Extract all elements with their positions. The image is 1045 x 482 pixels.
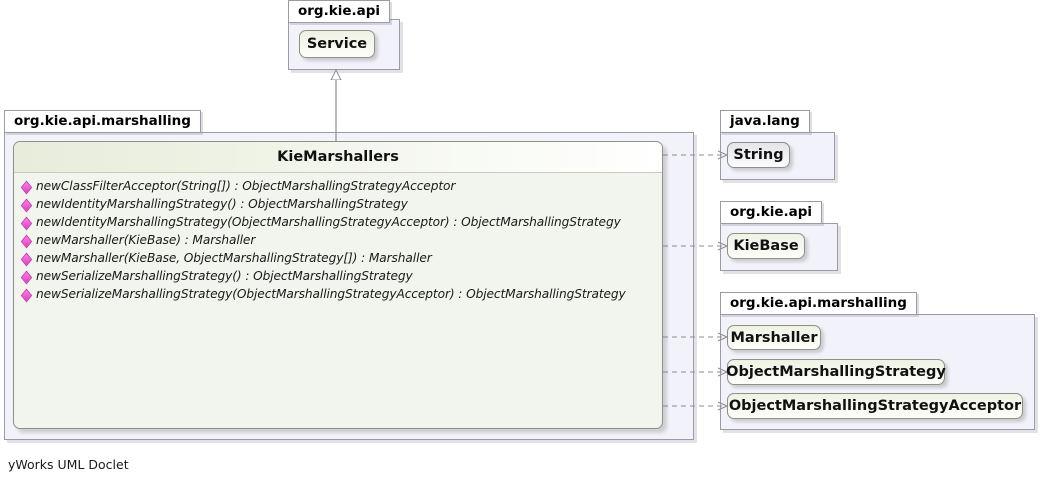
member-signature: newIdentityMarshallingStrategy() : Objec… [36,197,408,211]
member-signature: newIdentityMarshallingStrategy(ObjectMar… [36,215,621,229]
package-label-org-kie-api-right: org.kie.api [720,201,823,224]
static-method-icon [21,199,32,210]
package-org-kie-api-top: org.kie.api [288,0,400,70]
class-objectmarshallingstrategyacceptor-label: ObjectMarshallingStrategyAcceptor [728,398,1022,414]
class-string[interactable]: String [727,142,790,168]
member-signature: newClassFilterAcceptor(String[]) : Objec… [36,179,456,193]
member-row[interactable]: newMarshaller(KieBase, ObjectMarshalling… [14,249,662,267]
class-kiebase[interactable]: KieBase [727,233,805,259]
static-method-icon [21,271,32,282]
package-label-java-lang: java.lang [720,110,810,133]
package-org-kie-api-right: org.kie.api [720,201,838,271]
class-kiebase-label: KieBase [733,238,799,254]
class-marshaller-label: Marshaller [730,329,818,346]
member-row[interactable]: newSerializeMarshallingStrategy() : Obje… [14,267,662,285]
member-row[interactable]: newClassFilterAcceptor(String[]) : Objec… [14,177,662,195]
class-marshaller[interactable]: Marshaller [727,325,821,350]
member-signature: newSerializeMarshallingStrategy() : Obje… [36,269,413,283]
class-kiemarshallers[interactable]: KieMarshallers newClassFilterAcceptor(St… [13,141,663,429]
static-method-icon [21,181,32,192]
member-row[interactable]: newIdentityMarshallingStrategy() : Objec… [14,195,662,213]
static-method-icon [21,235,32,246]
class-service-label: Service [306,36,368,52]
member-row[interactable]: newMarshaller(KieBase) : Marshaller [14,231,662,249]
class-objectmarshallingstrategy[interactable]: ObjectMarshallingStrategy [726,359,946,385]
member-row[interactable]: newIdentityMarshallingStrategy(ObjectMar… [14,213,662,231]
class-string-label: String [733,147,784,163]
package-label-org-kie-api-marshalling-right: org.kie.api.marshalling [720,292,917,315]
package-label-org-kie-api-top: org.kie.api [288,0,391,23]
member-signature: newSerializeMarshallingStrategy(ObjectMa… [36,287,626,301]
class-objectmarshallingstrategy-label: ObjectMarshallingStrategy [726,364,946,380]
class-kiemarshallers-title: KieMarshallers [14,142,662,173]
package-label-org-kie-api-marshalling-main: org.kie.api.marshalling [4,110,201,133]
footer-credit: yWorks UML Doclet [8,457,129,472]
member-signature: newMarshaller(KieBase) : Marshaller [36,233,256,247]
member-row[interactable]: newSerializeMarshallingStrategy(ObjectMa… [14,285,662,303]
class-objectmarshallingstrategyacceptor[interactable]: ObjectMarshallingStrategyAcceptor [727,393,1023,419]
class-kiemarshallers-members: newClassFilterAcceptor(String[]) : Objec… [14,173,662,303]
member-signature: newMarshaller(KieBase, ObjectMarshalling… [36,251,432,265]
static-method-icon [21,289,32,300]
static-method-icon [21,217,32,228]
class-service[interactable]: Service [299,30,375,58]
static-method-icon [21,253,32,264]
